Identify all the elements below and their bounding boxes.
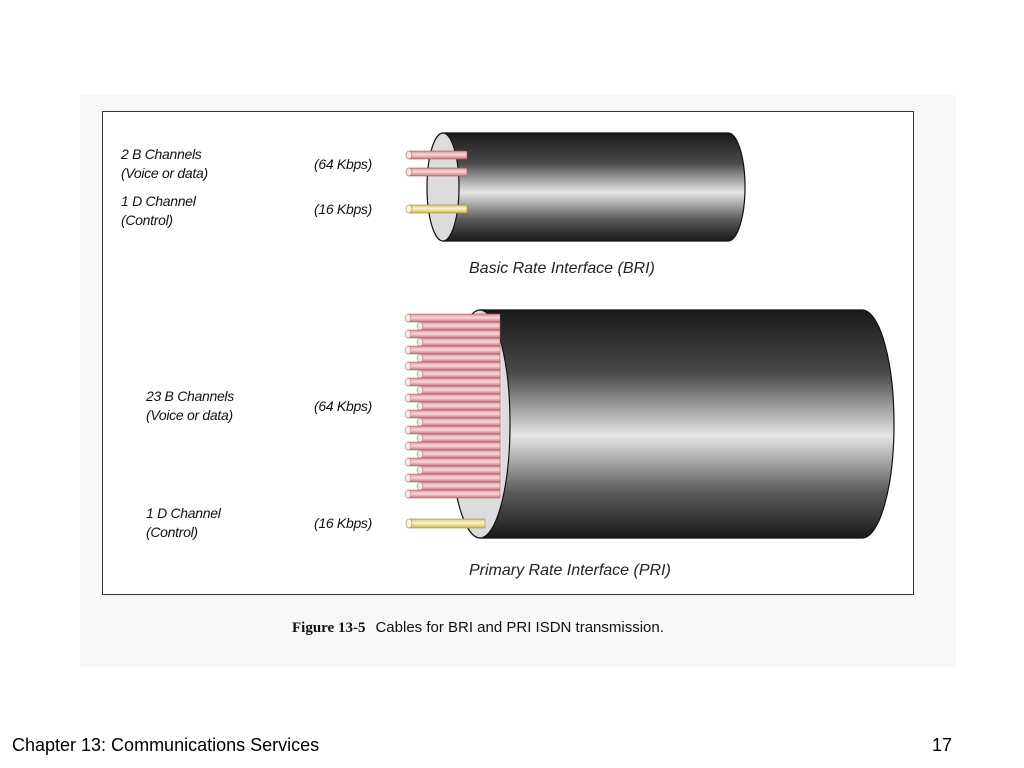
pri-b-rate-label: (64 Kbps) (314, 398, 372, 414)
pri-d-rate-label: (16 Kbps) (314, 515, 372, 531)
page-number: 17 (932, 735, 953, 755)
pri-b-wire (404, 361, 501, 371)
bri-d-channel-desc: (Control) (121, 212, 173, 228)
pri-d-channel-desc: (Control) (146, 524, 198, 540)
pri-b-channels-label: 23 B Channels (146, 388, 234, 404)
pri-b-channels-desc: (Voice or data) (146, 407, 233, 423)
pri-b-wire (404, 329, 501, 339)
pri-cable (449, 309, 895, 539)
bri-b-channels-label: 2 B Channels (121, 146, 202, 162)
figure-number: Figure 13-5 (292, 620, 366, 636)
pri-b-wire (404, 313, 501, 323)
pri-b-wire (404, 457, 501, 467)
pri-b-wire (416, 353, 501, 363)
pri-b-wire (404, 425, 501, 435)
pri-b-wire (416, 417, 501, 427)
pri-b-wire (416, 449, 501, 459)
pri-b-wire (416, 321, 501, 331)
pri-b-wire (404, 489, 501, 499)
pri-wires (404, 313, 501, 499)
pri-b-wire (416, 337, 501, 347)
bri-b-wire (405, 150, 468, 160)
pri-b-wire (416, 369, 501, 379)
pri-b-wire (404, 441, 501, 451)
pri-b-wire (416, 385, 501, 395)
figure-caption: Figure 13-5 Cables for BRI and PRI ISDN t… (292, 619, 664, 637)
figure-caption-text: Cables for BRI and PRI ISDN transmission… (375, 619, 664, 636)
pri-b-wire (416, 481, 501, 491)
pri-d-channel-label: 1 D Channel (146, 505, 221, 521)
pri-b-wire (416, 433, 501, 443)
bri-b-wire (405, 167, 468, 177)
bri-title: Basic Rate Interface (BRI) (469, 260, 655, 277)
pri-b-wire (404, 345, 501, 355)
pri-d-wire (405, 518, 486, 529)
chapter-footer: Chapter 13: Communications Services (12, 735, 320, 755)
pri-b-wire (404, 409, 501, 419)
bri-cable (426, 132, 746, 242)
bri-wires (405, 150, 468, 214)
pri-title: Primary Rate Interface (PRI) (469, 562, 671, 579)
pri-b-wire (404, 473, 501, 483)
pri-cable-body (479, 309, 895, 539)
bri-cable-end (426, 132, 460, 242)
bri-d-rate-label: (16 Kbps) (314, 201, 372, 217)
bri-d-wire (405, 204, 468, 214)
bri-cable-body (442, 132, 746, 242)
pri-b-wire (404, 377, 501, 387)
pri-b-wire (416, 465, 501, 475)
pri-b-wire (416, 401, 501, 411)
pri-b-wire (404, 393, 501, 403)
bri-d-channel-label: 1 D Channel (121, 193, 196, 209)
bri-b-rate-label: (64 Kbps) (314, 156, 372, 172)
bri-b-channels-desc: (Voice or data) (121, 165, 208, 181)
